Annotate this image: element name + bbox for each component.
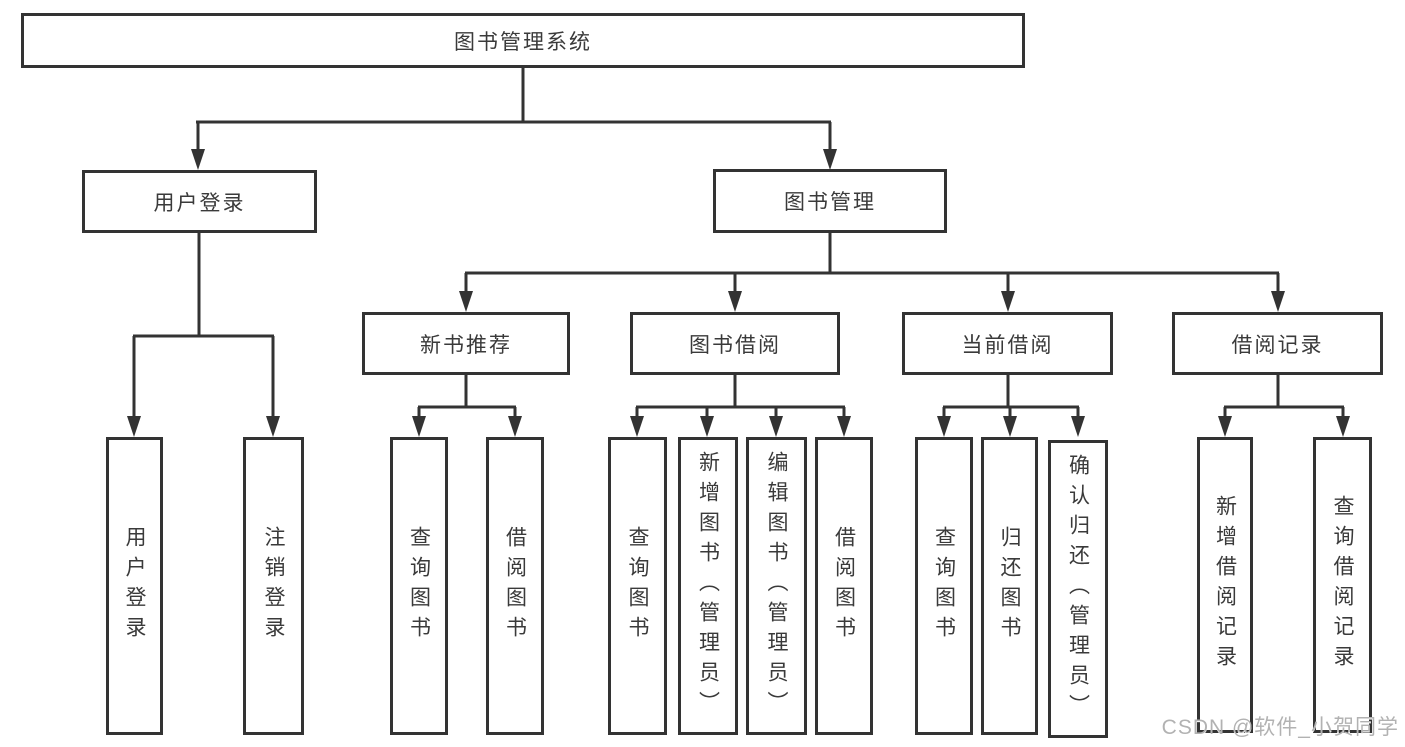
node-leaf-query-books-recommend: 查询图书 <box>390 437 448 735</box>
node-leaf-confirm-return-admin: 确认归还（管理员） <box>1048 440 1108 738</box>
node-leaf-add-borrow-record: 新增借阅记录 <box>1197 437 1253 733</box>
node-borrow-records: 借阅记录 <box>1172 312 1383 375</box>
node-leaf-query-books-current: 查询图书 <box>915 437 973 735</box>
node-leaf-borrow-books-recommend: 借阅图书 <box>486 437 544 735</box>
node-leaf-query-books-borrow: 查询图书 <box>608 437 667 735</box>
node-leaf-query-borrow-record: 查询借阅记录 <box>1313 437 1372 733</box>
node-leaf-return-books: 归还图书 <box>981 437 1038 735</box>
node-book-management: 图书管理 <box>713 169 947 233</box>
node-leaf-borrow-books: 借阅图书 <box>815 437 873 735</box>
node-leaf-add-book-admin: 新增图书（管理员） <box>678 437 738 735</box>
node-book-borrow: 图书借阅 <box>630 312 840 375</box>
node-new-book-recommend: 新书推荐 <box>362 312 570 375</box>
node-leaf-edit-book-admin: 编辑图书（管理员） <box>746 437 807 735</box>
node-current-borrow: 当前借阅 <box>902 312 1113 375</box>
node-leaf-user-login: 用户登录 <box>106 437 163 735</box>
node-user-login: 用户登录 <box>82 170 317 233</box>
node-leaf-logout: 注销登录 <box>243 437 304 735</box>
node-root: 图书管理系统 <box>21 13 1025 68</box>
